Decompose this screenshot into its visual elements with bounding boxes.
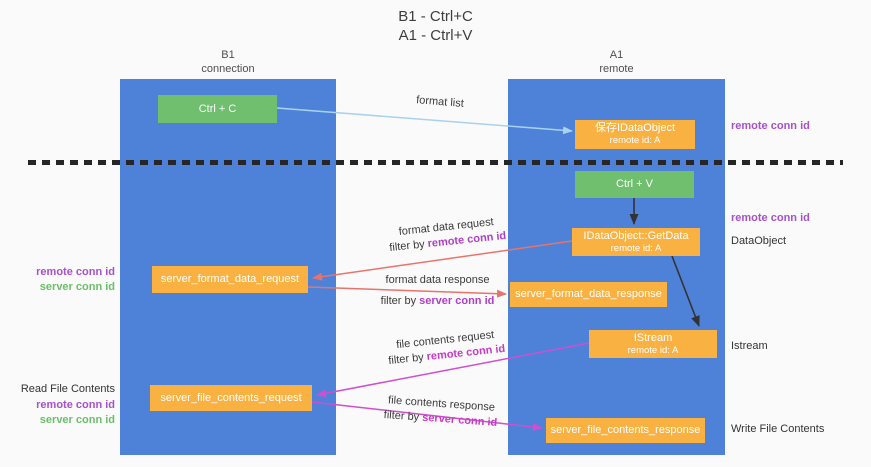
annotation-read-file-contents: Read File Contents [20, 383, 115, 395]
annotation-remote-conn-id-top: remote conn id [731, 120, 810, 132]
format-request-label: server_format_data_request [160, 273, 300, 285]
istream-line1: IStream [633, 331, 673, 344]
annotation-left-file-server-conn-id: server conn id [39, 414, 115, 426]
filter-by-text: filter by [388, 238, 429, 255]
save-dataobject-node: 保存IDataObject remote id: A [575, 120, 695, 149]
server-format-data-request-node: server_format_data_request [152, 266, 308, 293]
filter-by-text: filter by [383, 409, 423, 424]
idataobject-getdata-node: IDataObject::GetData remote id: A [572, 228, 700, 256]
title-line-1: B1 - Ctrl+C [398, 8, 473, 25]
file-request-label: server_file_contents_request [160, 391, 302, 404]
file-contents-response-label: file contents response filter by server … [369, 393, 513, 430]
phase-separator-dashed-line [28, 160, 843, 165]
filter-key-server-conn-id: server conn id [421, 411, 498, 429]
lane-a1-name: A1 [609, 49, 624, 61]
lane-b1-role: connection [201, 63, 255, 75]
save-dataobject-line2: remote id: A [609, 135, 661, 146]
filter-key-server-conn-id: server conn id [419, 295, 495, 307]
filter-by-text: filter by [380, 295, 420, 307]
ctrl-c-label: Ctrl + C [198, 102, 237, 115]
format-data-response-line1: format data response [385, 274, 490, 286]
format-list-arrow-label: format list [415, 94, 465, 110]
lane-a1-role: remote [599, 63, 634, 75]
getdata-line1: IDataObject::GetData [583, 229, 689, 242]
lane-header-b1: B1 connection [120, 48, 336, 76]
server-file-contents-response-node: server_file_contents_response [546, 418, 705, 443]
format-response-label: server_format_data_response [515, 288, 662, 300]
ctrl-v-node: Ctrl + V [575, 171, 694, 198]
save-dataobject-line1: 保存IDataObject [594, 122, 676, 134]
title-line-2: A1 - Ctrl+V [398, 27, 473, 44]
istream-node: IStream remote id: A [589, 330, 717, 358]
getdata-line2: remote id: A [610, 242, 662, 254]
annotation-remote-conn-id-mid: remote conn id [731, 212, 810, 224]
istream-line2: remote id: A [627, 344, 679, 356]
file-response-label: server_file_contents_response [550, 424, 701, 436]
format-data-response-filter: filter by server conn id [370, 295, 505, 307]
filter-by-text: filter by [387, 351, 428, 368]
annotation-istream: Istream [731, 340, 768, 352]
server-format-data-response-node: server_format_data_response [510, 282, 667, 307]
format-data-request-label: format data request filter by remote con… [372, 213, 522, 255]
format-data-response-label: format data response filter by server co… [370, 274, 505, 307]
annotation-left-format-remote-conn-id: remote conn id [36, 266, 115, 278]
server-file-contents-request-node: server_file_contents_request [150, 385, 312, 411]
diagram-title: B1 - Ctrl+C A1 - Ctrl+V [0, 7, 871, 45]
lane-header-a1: A1 remote [508, 48, 725, 76]
annotation-dataobject: DataObject [731, 235, 787, 247]
annotation-left-file-remote-conn-id: remote conn id [36, 399, 115, 411]
ctrl-v-label: Ctrl + V [616, 178, 653, 190]
annotation-left-format-server-conn-id: server conn id [39, 281, 115, 293]
file-contents-request-label: file contents request filter by remote c… [374, 327, 518, 369]
annotation-write-file-contents: Write File Contents [731, 423, 825, 435]
lane-b1-name: B1 [221, 49, 235, 61]
ctrl-c-node: Ctrl + C [158, 95, 277, 123]
